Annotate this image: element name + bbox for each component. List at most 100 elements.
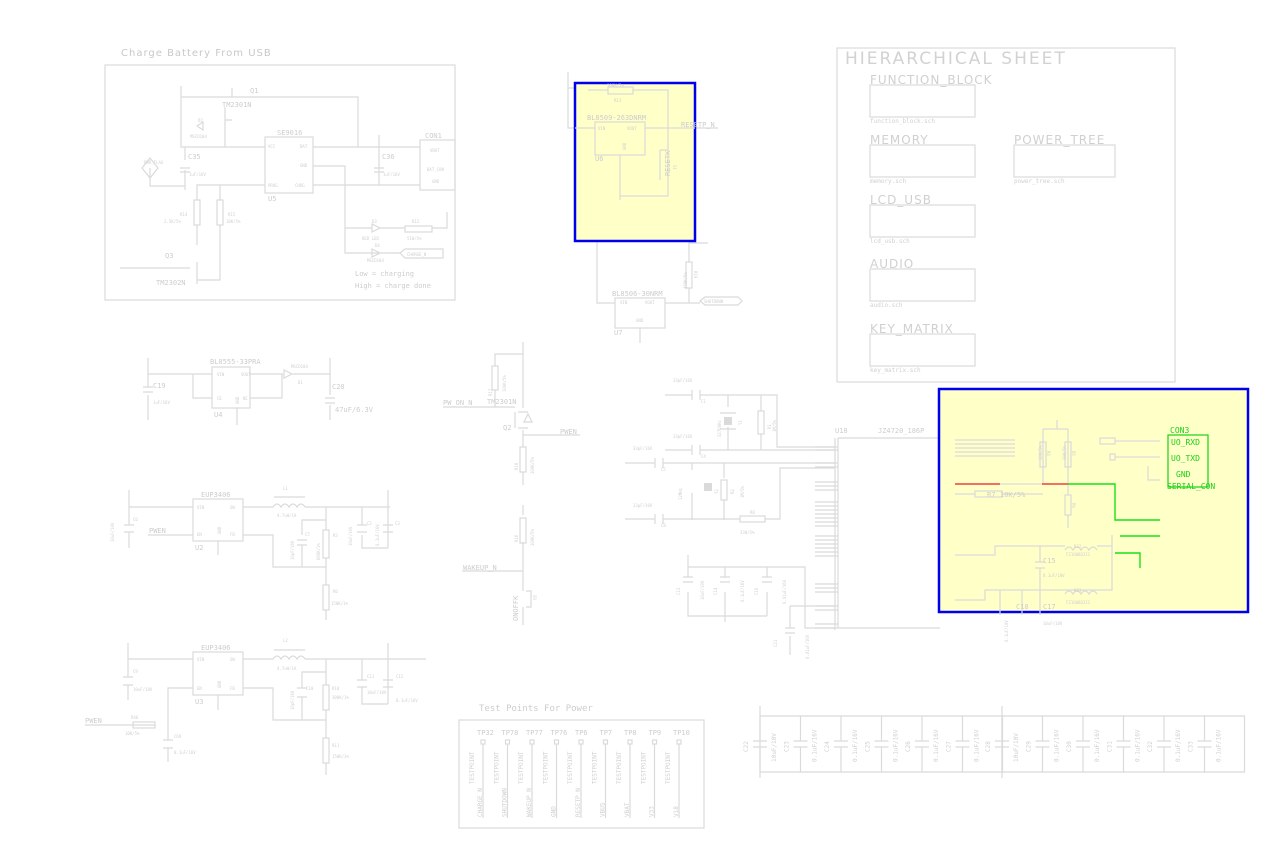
u2-fb: FB [230, 532, 235, 537]
buck-u2-block[interactable]: EUP3406 VIN SW EN FB GND U2 L1 4.7uH/1A … [110, 486, 400, 620]
sheet-symbol[interactable] [869, 84, 976, 118]
u4-symbol[interactable] [211, 366, 251, 409]
r15-ref: R15 [228, 212, 236, 217]
capacitor-value: 0.1uF/16V [1216, 729, 1223, 762]
r1-value: 1M/5% [772, 419, 777, 432]
u7-symbol[interactable] [614, 297, 666, 329]
c5-ref: C5 [661, 467, 666, 472]
b32-ref: B32 [1074, 544, 1082, 549]
l2-value: 4.7uH/1A [277, 666, 297, 671]
test-point-net: GND [551, 806, 558, 817]
u5-pin-prog: PROG [268, 183, 278, 188]
serial-block[interactable]: 10K/5% R4 10K/5% R5 R7 10K/5% R9 CON3 UO… [937, 387, 1250, 615]
reset-block-selection[interactable] [573, 81, 697, 243]
y2-ref: Y2 [714, 489, 719, 494]
u5-part: SE9016 [277, 129, 302, 137]
u6-symbol[interactable] [594, 121, 646, 156]
charge-battery-block[interactable]: Charge Battery From USB Q1 TM2301N D2 MS… [104, 48, 456, 301]
sheet-symbol[interactable] [869, 144, 976, 178]
c12-ref: C12 [396, 674, 404, 679]
sheet-symbol[interactable] [869, 333, 976, 367]
r11-value: 150K/1% [332, 754, 349, 759]
sheet-symbol[interactable] [1013, 144, 1116, 178]
buck-u3-block[interactable]: EUP3406 VIN SW EN FB GND U3 L2 4.7uH/1A … [85, 638, 426, 775]
charge-n-port[interactable] [399, 248, 444, 259]
u2-symbol[interactable] [192, 498, 244, 542]
sheet-symbol[interactable] [869, 268, 976, 302]
r15-value: 10K/5% [226, 219, 241, 224]
l1-value: 4.7uH/1A [277, 513, 297, 518]
con3-gnd: GND [1176, 470, 1191, 479]
u5-symbol[interactable] [264, 136, 314, 194]
note-high: High = charge done [355, 282, 431, 290]
r14-ref: R14 [180, 212, 188, 217]
c6-ref: C6 [133, 517, 138, 522]
clock-block[interactable]: 33pF/16V C1 33pF/16V C4 33pF/16V C5 33pF… [625, 378, 958, 659]
u2-sw: SW [230, 505, 235, 510]
con1-symbol[interactable] [419, 139, 456, 191]
c20-value: 47uF/6.3V [335, 406, 374, 414]
test-points-block[interactable]: Test Points For Power TP32TESTPOINTCHARG… [458, 704, 705, 829]
c69-value: 0.1uF/16V [174, 750, 196, 755]
c20-ref: C20 [332, 383, 345, 391]
power-switch-block[interactable]: R17 100K/5% PW_ON_N TM2301N Q2 PWEN R18 … [443, 342, 580, 625]
u2-vin: VIN [197, 505, 205, 510]
serial-block-selection[interactable] [937, 387, 1250, 614]
reset-block[interactable]: 100K/5% R13 BL8509-263DNRM VIN VOUT GND … [567, 72, 743, 343]
sheet-symbol[interactable] [869, 204, 976, 238]
r46-value: 10K/5% [125, 731, 140, 736]
test-point-type: TESTPOINT [665, 751, 672, 784]
u3-symbol[interactable] [192, 651, 244, 696]
c1-ref: C1 [701, 399, 706, 404]
capacitor-ref: C26 [905, 741, 912, 752]
ldo-block[interactable]: BL8555-33PRA VIN VOUT CE NC GND U4 C19 1… [143, 358, 374, 425]
d1-part: MSCD104 [291, 364, 308, 369]
shutdown-port[interactable] [699, 296, 743, 306]
test-point-type: TESTPOINT [592, 751, 599, 784]
hierarchical-sheet-panel[interactable]: HIERARCHICAL SHEET FUNCTION_BLOCKfunctio… [836, 47, 1176, 383]
r14-value: 2.5K/5% [164, 219, 181, 224]
resetp-n-label: RESETP_N [681, 121, 715, 129]
u6-vout: VOUT [627, 126, 637, 131]
test-point-type: TESTPOINT [469, 751, 476, 784]
con3-symbol[interactable] [1167, 434, 1209, 488]
d3-value: RED LED [362, 236, 379, 241]
c18-value: 0.1uF/10V [1004, 620, 1009, 642]
sheet-name: MEMORY [870, 133, 929, 147]
u4-ce: CE [217, 396, 222, 401]
sheet-name: POWER_TREE [1014, 133, 1105, 147]
r9-ref: R9 [1071, 503, 1076, 508]
r4-value: 10K/5% [1038, 445, 1043, 460]
